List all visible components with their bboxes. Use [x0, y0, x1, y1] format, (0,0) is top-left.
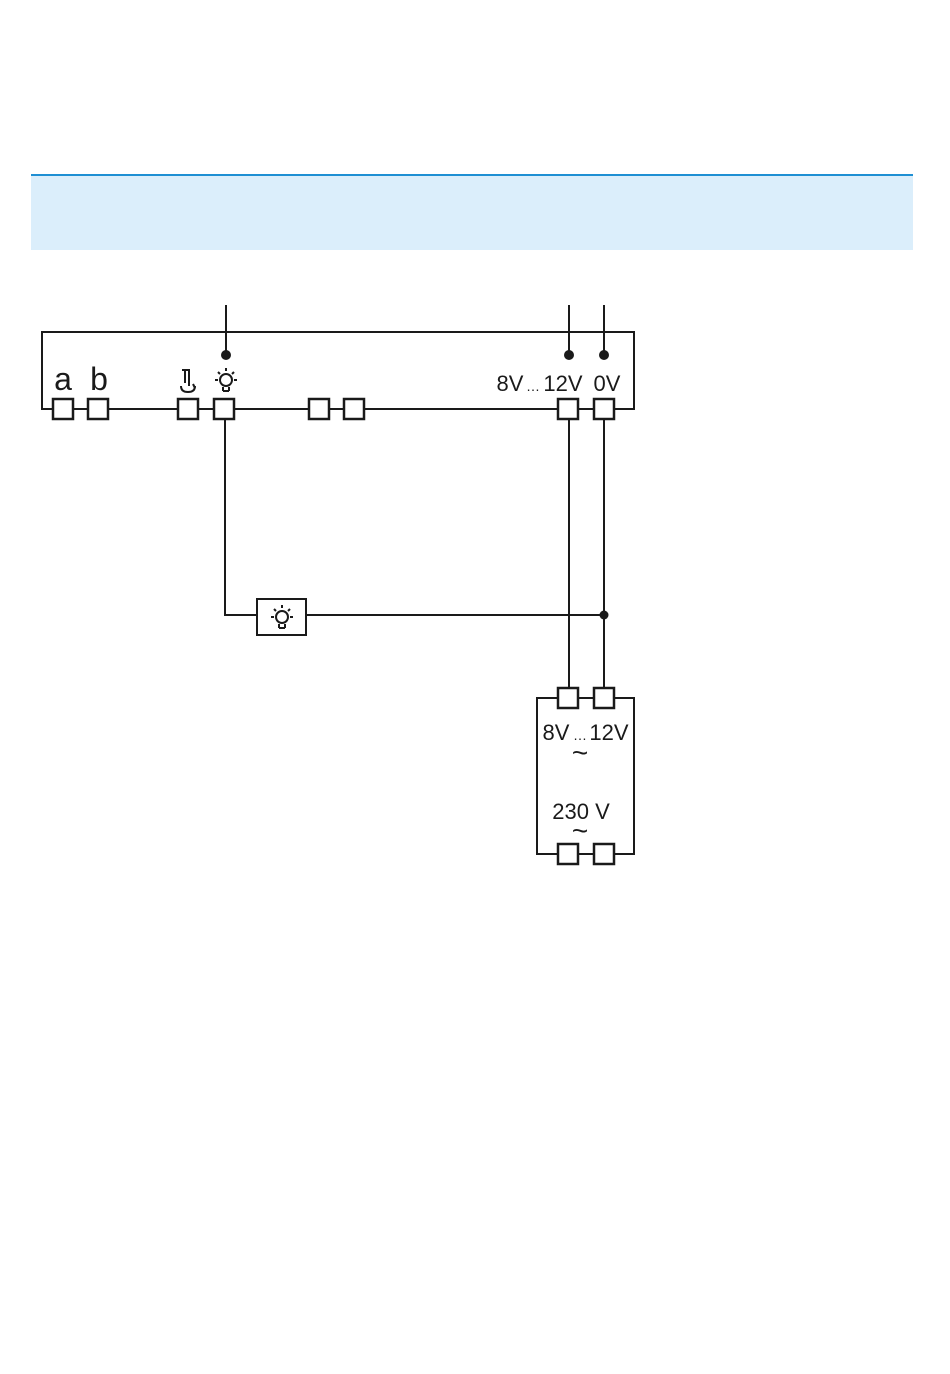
- transformer-terminal-out-2: [594, 688, 614, 708]
- junction-dot-supply: [564, 350, 574, 360]
- terminal-a: [53, 399, 73, 419]
- label-terminal-b: b: [90, 361, 108, 397]
- junction-dot-light: [221, 350, 231, 360]
- terminal-b: [88, 399, 108, 419]
- door-opener-icon: [181, 370, 195, 392]
- terminal-spare-2: [344, 399, 364, 419]
- terminal-ground: [594, 399, 614, 419]
- transformer-terminal-in-1: [558, 844, 578, 864]
- lamp-box: [257, 599, 306, 635]
- light-bulb-icon: [271, 605, 293, 628]
- terminal-light: [214, 399, 234, 419]
- label-supply-max: 12V: [543, 371, 582, 396]
- terminal-spare-1: [309, 399, 329, 419]
- light-bulb-icon: [215, 368, 237, 391]
- label-transformer-in-symbol: ~: [572, 815, 588, 846]
- wire-light-to-lamp: [225, 419, 257, 615]
- label-terminal-a: a: [54, 361, 72, 397]
- transformer-terminal-in-2: [594, 844, 614, 864]
- label-ground: 0V: [594, 371, 621, 396]
- junction-dot-lamp-ground: [600, 611, 609, 620]
- label-supply-min: 8V: [497, 371, 524, 396]
- terminal-supply: [558, 399, 578, 419]
- label-supply-sep: …: [526, 378, 540, 394]
- label-transformer-out-symbol: ~: [572, 737, 588, 768]
- label-transformer-out-max: 12V: [589, 720, 628, 745]
- terminal-door-opener: [178, 399, 198, 419]
- transformer-terminal-out-1: [558, 688, 578, 708]
- junction-dot-ground: [599, 350, 609, 360]
- label-transformer-out-min: 8V: [543, 720, 570, 745]
